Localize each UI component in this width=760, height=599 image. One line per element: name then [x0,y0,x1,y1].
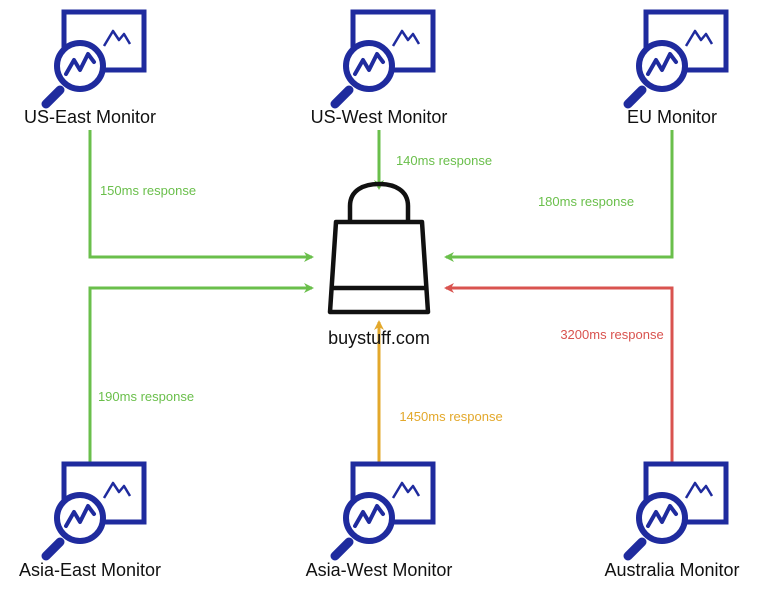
shopping-bag-icon [327,181,431,315]
response-label-asia-west: 1450ms response [399,409,503,424]
response-label-asia-east: 190ms response [97,389,195,404]
monitor-magnifier-icon [623,9,729,109]
monitor-magnifier-icon [330,9,436,109]
response-label-us-west: 140ms response [395,153,493,168]
response-label-eu: 180ms response [537,194,635,209]
monitor-label-australia: Australia Monitor [604,560,740,580]
target-label: buystuff.com [328,328,430,348]
connection-australia [444,283,674,462]
connection-eu [444,130,674,262]
monitor-label-us-west: US-West Monitor [310,107,448,127]
monitor-label-us-east: US-East Monitor [23,107,157,127]
monitor-magnifier-icon [623,461,729,561]
monitor-magnifier-icon [41,461,147,561]
monitor-magnifier-icon [41,9,147,109]
response-label-us-east: 150ms response [99,183,197,198]
connection-asia-east [88,283,314,462]
response-label-australia: 3200ms response [560,327,664,342]
monitor-label-asia-west: Asia-West Monitor [305,560,453,580]
connection-us-east [88,130,314,262]
monitor-label-asia-east: Asia-East Monitor [18,560,162,580]
monitor-magnifier-icon [330,461,436,561]
monitor-label-eu: EU Monitor [626,107,718,127]
